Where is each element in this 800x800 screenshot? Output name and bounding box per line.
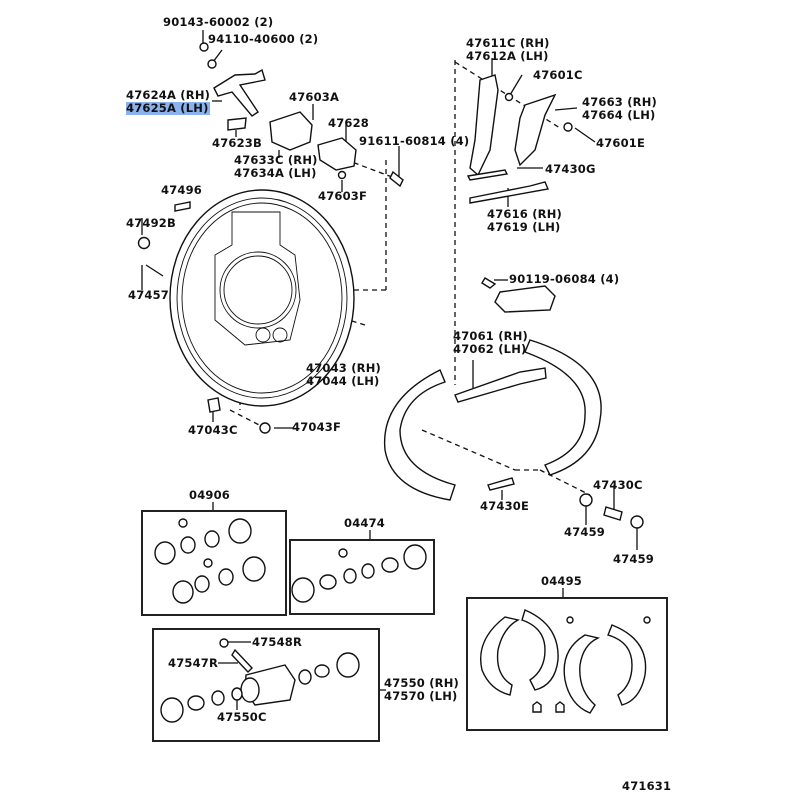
label-47634A[interactable]: 47634A (LH) (234, 166, 317, 180)
label-47612A[interactable]: 47612A (LH) (466, 49, 549, 63)
label-47061-47062[interactable]: 47061 (RH) 47062 (LH) (453, 330, 528, 356)
kit-box-04474 (289, 539, 435, 615)
label-kit-04474[interactable]: 04474 (344, 516, 386, 530)
label-47603F[interactable]: 47603F (318, 189, 368, 203)
label-47570[interactable]: 47570 (LH) (384, 689, 458, 703)
brake-shoes-drawing (383, 339, 644, 529)
label-47492B[interactable]: 47492B (126, 216, 176, 230)
label-47628[interactable]: 47628 (328, 116, 370, 130)
label-47611C-47612A[interactable]: 47611C (RH) 47612A (LH) (466, 37, 550, 63)
label-91611-60814[interactable]: 91611-60814 (4) (359, 134, 470, 148)
kit-04906-parts (154, 518, 266, 604)
kit-04495-parts (480, 609, 651, 714)
wheel-cylinder-parts (160, 638, 360, 723)
label-47663[interactable]: 47663 (RH) (582, 95, 658, 109)
label-47624A[interactable]: 47624A (RH) (126, 88, 211, 102)
label-47616-47619[interactable]: 47616 (RH) 47619 (LH) (487, 208, 562, 234)
label-90143-60002[interactable]: 90143-60002 (2) (163, 15, 274, 29)
label-47663-47664[interactable]: 47663 (RH) 47664 (LH) (582, 96, 657, 122)
kit-04474-parts (291, 544, 427, 603)
label-47601E[interactable]: 47601E (596, 136, 646, 150)
label-47619[interactable]: 47619 (LH) (487, 220, 561, 234)
figure-number: 471631 (622, 779, 672, 793)
label-47459-right[interactable]: 47459 (613, 552, 655, 566)
label-94110-40600[interactable]: 94110-40600 (2) (208, 32, 319, 46)
kit-box-04906 (141, 510, 287, 616)
label-47624A-47625A[interactable]: 47624A (RH) 47625A (LH) (126, 88, 211, 115)
label-47601C[interactable]: 47601C (533, 68, 583, 82)
label-47548R[interactable]: 47548R (252, 635, 303, 649)
label-47061[interactable]: 47061 (RH) (453, 329, 529, 343)
label-47430E[interactable]: 47430E (480, 499, 530, 513)
label-47062[interactable]: 47062 (LH) (453, 342, 527, 356)
label-47043[interactable]: 47043 (RH) (306, 361, 382, 375)
label-47459-left[interactable]: 47459 (564, 525, 606, 539)
label-47550[interactable]: 47550 (RH) (384, 676, 460, 690)
label-47623B[interactable]: 47623B (212, 136, 262, 150)
upper-parts-drawing (137, 42, 404, 434)
label-kit-04495[interactable]: 04495 (541, 574, 583, 588)
kit-box-04495 (466, 597, 668, 731)
label-47430G[interactable]: 47430G (545, 162, 596, 176)
label-47430C[interactable]: 47430C (593, 478, 643, 492)
label-47043C[interactable]: 47043C (188, 423, 238, 437)
label-47603A[interactable]: 47603A (289, 90, 340, 104)
label-90119-06084[interactable]: 90119-06084 (4) (509, 272, 620, 286)
label-47044[interactable]: 47044 (LH) (306, 374, 380, 388)
label-47550-47570[interactable]: 47550 (RH) 47570 (LH) (384, 677, 459, 703)
label-47611C[interactable]: 47611C (RH) (466, 36, 550, 50)
label-47457[interactable]: 47457 (128, 288, 170, 302)
label-47633C-47634A[interactable]: 47633C (RH) 47634A (LH) (234, 154, 318, 180)
label-47550C[interactable]: 47550C (217, 710, 267, 724)
parking-brake-parts-drawing (454, 74, 573, 403)
label-47664[interactable]: 47664 (LH) (582, 108, 656, 122)
label-47616[interactable]: 47616 (RH) (487, 207, 563, 221)
label-47043F[interactable]: 47043F (292, 420, 342, 434)
label-47496[interactable]: 47496 (161, 183, 203, 197)
backing-plate-drawing (169, 189, 355, 407)
label-kit-04906[interactable]: 04906 (189, 488, 231, 502)
label-47625A-highlighted[interactable]: 47625A (LH) (126, 101, 211, 115)
label-47633C[interactable]: 47633C (RH) (234, 153, 318, 167)
label-47547R[interactable]: 47547R (168, 656, 219, 670)
label-47043-47044[interactable]: 47043 (RH) 47044 (LH) (306, 362, 381, 388)
kit-box-wheel-cylinder (152, 628, 380, 742)
